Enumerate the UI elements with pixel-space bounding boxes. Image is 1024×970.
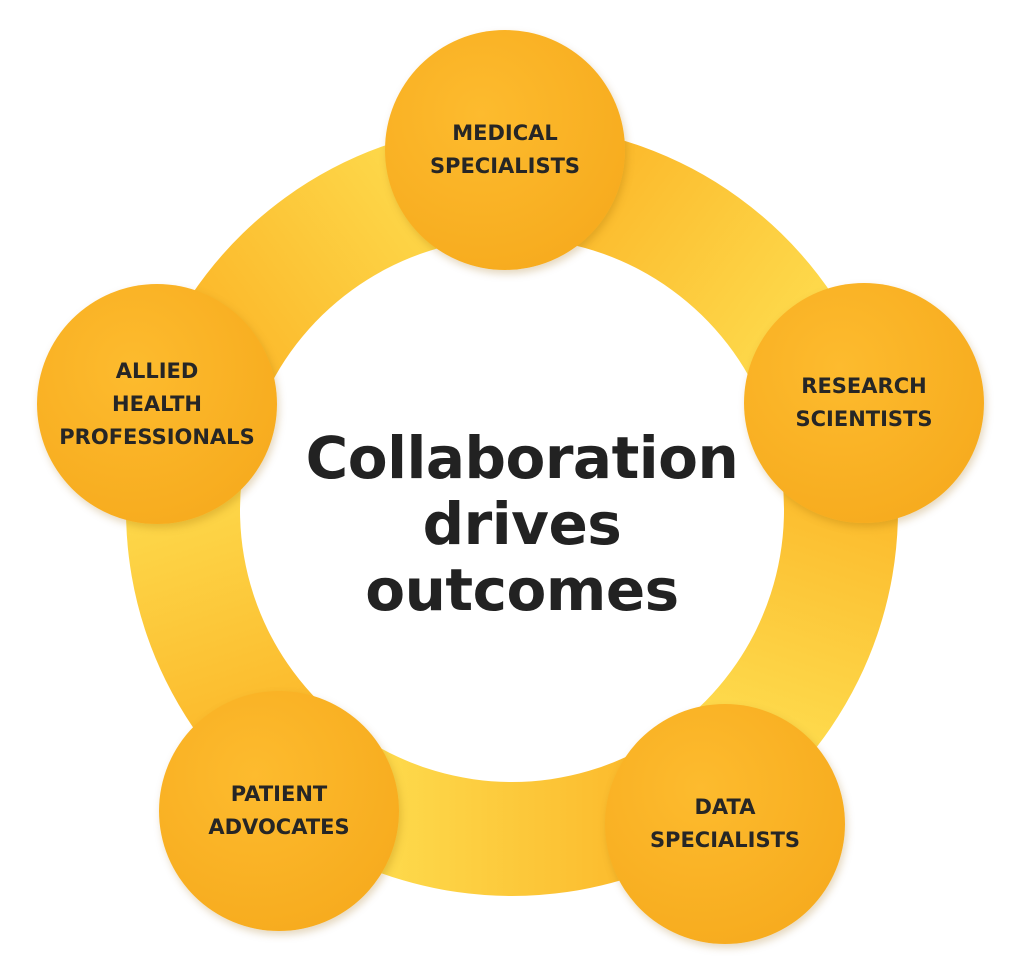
center-title: Collaboration drives outcomes	[262, 425, 782, 623]
node-label: MEDICAL SPECIALISTS	[430, 117, 580, 183]
node-label-line: SPECIALISTS	[649, 828, 801, 852]
node-label-line: PROFESSIONALS	[59, 424, 255, 449]
node-label-line: PATIENT	[230, 782, 328, 806]
node-label-line: RESEARCH	[801, 374, 927, 398]
center-title-line-1: Collaboration	[305, 424, 739, 492]
node-label-line: ADVOCATES	[208, 815, 350, 839]
node-label-line: SPECIALISTS	[429, 154, 581, 178]
node-label-line: DATA	[694, 795, 756, 819]
node-label: ALLIED HEALTH PROFESSIONALS	[59, 355, 254, 454]
node-label-line: SCIENTISTS	[795, 407, 933, 431]
center-title-line-2: drives	[422, 490, 622, 558]
node-patient-advocates: PATIENT ADVOCATES	[159, 691, 399, 931]
node-label: DATA SPECIALISTS	[650, 791, 800, 857]
node-data-specialists: DATA SPECIALISTS	[605, 704, 845, 944]
node-label-line: MEDICAL	[452, 121, 558, 145]
node-research-scientists: RESEARCH SCIENTISTS	[744, 283, 984, 523]
node-allied-health-professionals: ALLIED HEALTH PROFESSIONALS	[37, 284, 277, 524]
node-label: RESEARCH SCIENTISTS	[796, 370, 933, 436]
node-label: PATIENT ADVOCATES	[208, 778, 349, 844]
node-label-line: ALLIED	[115, 358, 199, 383]
node-medical-specialists: MEDICAL SPECIALISTS	[385, 30, 625, 270]
node-label-line: HEALTH	[112, 391, 202, 416]
center-title-line-3: outcomes	[365, 556, 679, 624]
